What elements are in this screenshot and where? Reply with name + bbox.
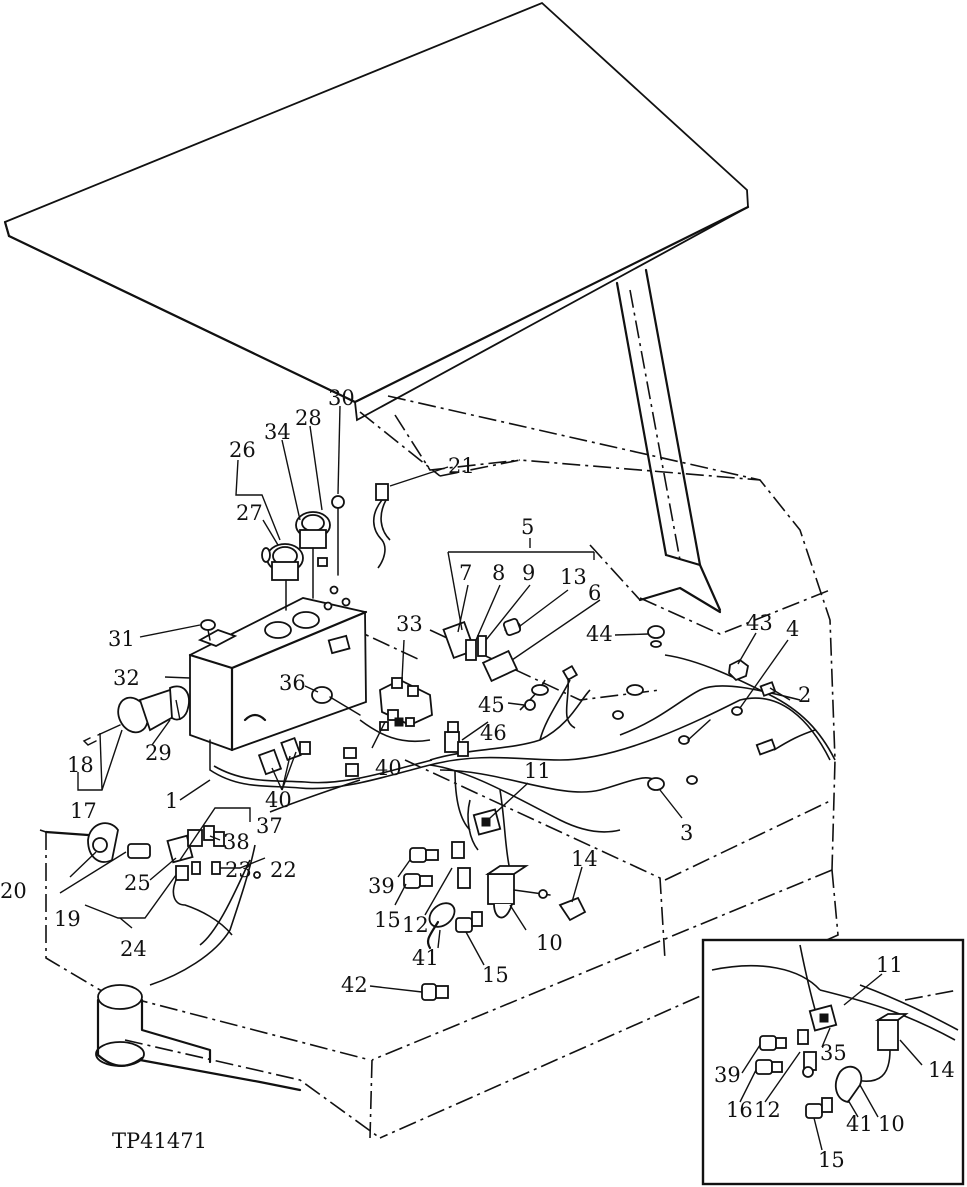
- callout-28: 28: [295, 406, 322, 430]
- callout-5: 5: [521, 515, 534, 539]
- screw-31: [200, 619, 216, 641]
- harness-connector-21: [372, 483, 391, 569]
- callout-42: 42: [341, 973, 368, 997]
- horn-44: [647, 625, 665, 648]
- indicator-light: [331, 495, 345, 576]
- key-switch: [82, 685, 190, 746]
- callout-40b: 40: [375, 756, 402, 780]
- bolt-15a: [403, 873, 433, 889]
- connector-2: [755, 681, 816, 756]
- callout-37: 37: [256, 814, 283, 838]
- relay-10: [485, 865, 551, 919]
- callout-39: 39: [368, 874, 395, 898]
- relays-40: [257, 736, 359, 777]
- callout-46: 46: [480, 721, 507, 745]
- callout-3: 3: [680, 821, 693, 845]
- inset-callout-14: 14: [928, 1058, 955, 1082]
- callout-22: 22: [270, 858, 297, 882]
- inset-detail: [701, 938, 965, 1186]
- canopy-post: [615, 268, 722, 614]
- connector-3: [647, 775, 698, 791]
- inset-callout-15: 15: [818, 1148, 845, 1172]
- callout-13: 13: [560, 565, 587, 589]
- inset-callout-labels: 11 14 35 39 16 12 41 10 15: [714, 953, 955, 1172]
- connector-14: [538, 889, 587, 922]
- callout-32: 32: [113, 666, 140, 690]
- callout-33: 33: [396, 612, 423, 636]
- connector-45: [524, 664, 579, 729]
- callout-12: 12: [402, 913, 429, 937]
- bolt-15b: [455, 911, 483, 933]
- connector-4: [612, 684, 711, 745]
- left-console: [188, 585, 368, 771]
- callout-40a: 40: [265, 788, 292, 812]
- bracket-20: [44, 822, 119, 863]
- inset-callout-39: 39: [714, 1063, 741, 1087]
- inset-callout-11: 11: [876, 953, 903, 977]
- fuse-block: [359, 677, 433, 743]
- callout-43: 43: [746, 611, 773, 635]
- callout-23: 23: [225, 858, 252, 882]
- leader-lines: [59, 405, 791, 993]
- callout-25: 25: [124, 871, 151, 895]
- callout-31: 31: [108, 627, 135, 651]
- callout-34: 34: [264, 420, 291, 444]
- callout-24: 24: [120, 937, 147, 961]
- callout-1: 1: [165, 789, 178, 813]
- clamp-46: [444, 721, 469, 757]
- bracket-12: [426, 841, 471, 950]
- inset-callout-41: 41: [846, 1112, 873, 1136]
- callout-21: 21: [448, 454, 475, 478]
- gauge-temperature: [295, 511, 331, 599]
- callout-8: 8: [492, 561, 505, 585]
- callout-18: 18: [67, 753, 94, 777]
- callout-26: 26: [229, 438, 256, 462]
- canopy-roof: [3, 1, 750, 422]
- inset-callout-12: 12: [754, 1098, 781, 1122]
- gauge-hourmeter: [261, 543, 304, 611]
- figure-code: TP41471: [112, 1129, 207, 1153]
- inset-callout-10: 10: [878, 1112, 905, 1136]
- bolt-39: [409, 847, 439, 863]
- callout-44: 44: [586, 622, 613, 646]
- callout-4: 4: [786, 617, 799, 641]
- bolt-13: [502, 617, 522, 637]
- callout-19: 19: [54, 907, 81, 931]
- bolt-42: [421, 983, 449, 1001]
- callout-15b: 15: [482, 963, 509, 987]
- inset-callout-16: 16: [726, 1098, 753, 1122]
- callout-45: 45: [478, 693, 505, 717]
- callout-14: 14: [571, 847, 598, 871]
- callout-10: 10: [536, 931, 563, 955]
- callout-7: 7: [459, 561, 472, 585]
- flasher-unit-11: [467, 799, 502, 851]
- callout-6: 6: [588, 581, 601, 605]
- callout-27: 27: [236, 501, 263, 525]
- callout-30: 30: [328, 386, 355, 410]
- callout-15a: 15: [374, 908, 401, 932]
- callout-29: 29: [145, 741, 172, 765]
- callout-38: 38: [223, 830, 250, 854]
- callout-20: 20: [0, 879, 27, 903]
- nut-43: [728, 658, 749, 716]
- bolt-19: [127, 843, 151, 859]
- callout-36: 36: [279, 671, 306, 695]
- callout-9: 9: [522, 561, 535, 585]
- callout-41: 41: [412, 946, 439, 970]
- callout-11: 11: [524, 759, 551, 783]
- inset-callout-35: 35: [820, 1041, 847, 1065]
- callout-2: 2: [798, 683, 811, 707]
- callout-labels: 1 2 3 4 5 6 7 8 9 10 11 12 13 14 15 15 1…: [0, 386, 811, 997]
- callout-17: 17: [70, 799, 97, 823]
- boom-base: [95, 984, 302, 1092]
